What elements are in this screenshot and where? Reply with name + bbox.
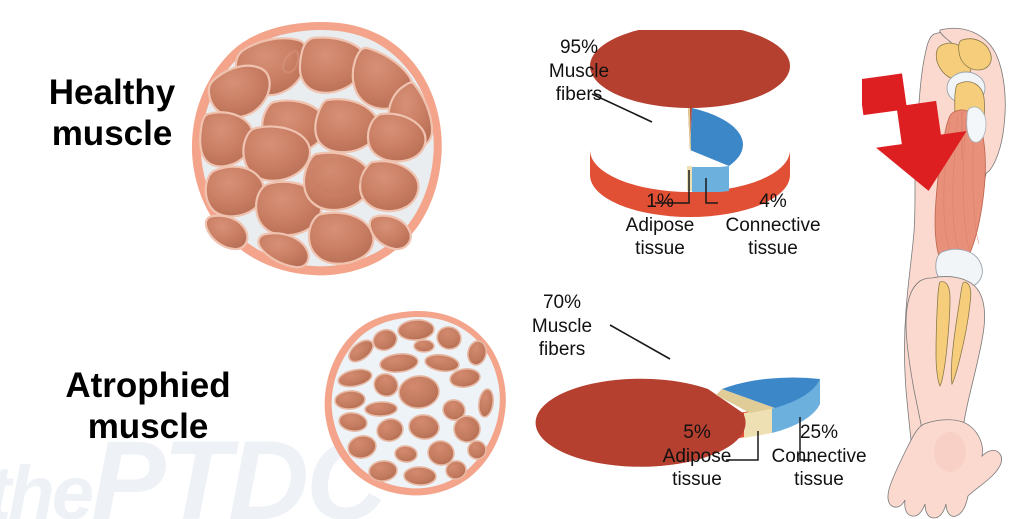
pie2-muscle-top [535,378,746,467]
atrophied-muscle-label: Atrophied muscle [65,366,231,447]
pie2-muscle-label: 70% Muscle fibers [531,292,593,361]
healthy-fiber-highlight [311,158,363,194]
ulna-bone [935,281,951,387]
pie1-connective-leader [705,178,718,204]
upper-tendon [966,106,987,143]
red-arrow-icon [862,73,967,191]
pie1-muscle-top [590,24,790,150]
palm-shading [934,432,966,472]
watermark-prefix: the [0,451,94,519]
arm-anatomy-illustration [862,27,1006,519]
pie1-muscle-leader [591,93,653,123]
pie1-connective-side-edge [720,166,729,192]
pie2-muscle-leader [609,324,671,360]
healthy-muscle-pie-chart: 95% Muscle fibers 1% Adipose tissue 4% C… [520,24,860,275]
pie1-muscle-side [590,150,790,217]
healthy-muscle-cross-section [191,21,442,276]
pie2-connective-top [722,377,820,408]
pie1-muscle-label: 95% Muscle fibers [548,37,610,106]
pie1-adipose-leader [655,170,690,204]
healthy-muscle-label: Healthy muscle [48,73,176,154]
healthy-fibers [199,36,434,269]
pie1-connective-top [690,108,743,166]
atrophied-muscle-pie-chart: 70% Muscle fibers 5% Adipose tissue 25% … [500,285,870,515]
pie1-connective-label: 4% Connective tissue [725,191,821,260]
pie1-adipose-label: 1% Adipose tissue [625,191,695,260]
pie2-connective-label: 25% Connective tissue [771,422,867,491]
atrophied-pie-svg [535,324,820,467]
radius-bone [950,281,972,386]
pie2-adipose-label: 5% Adipose tissue [662,422,732,491]
healthy-pie-svg [590,24,790,217]
pie2-adipose-side [744,408,772,438]
clavicle-bone [958,38,992,71]
pie2-adipose-top [716,389,775,413]
atrophied-muscle-cross-section [324,310,506,496]
atrophied-fibers [334,319,495,486]
pie1-adipose-top [688,108,691,150]
pie2-adipose-leader [726,431,759,461]
pie2-connective-leader [799,417,812,461]
